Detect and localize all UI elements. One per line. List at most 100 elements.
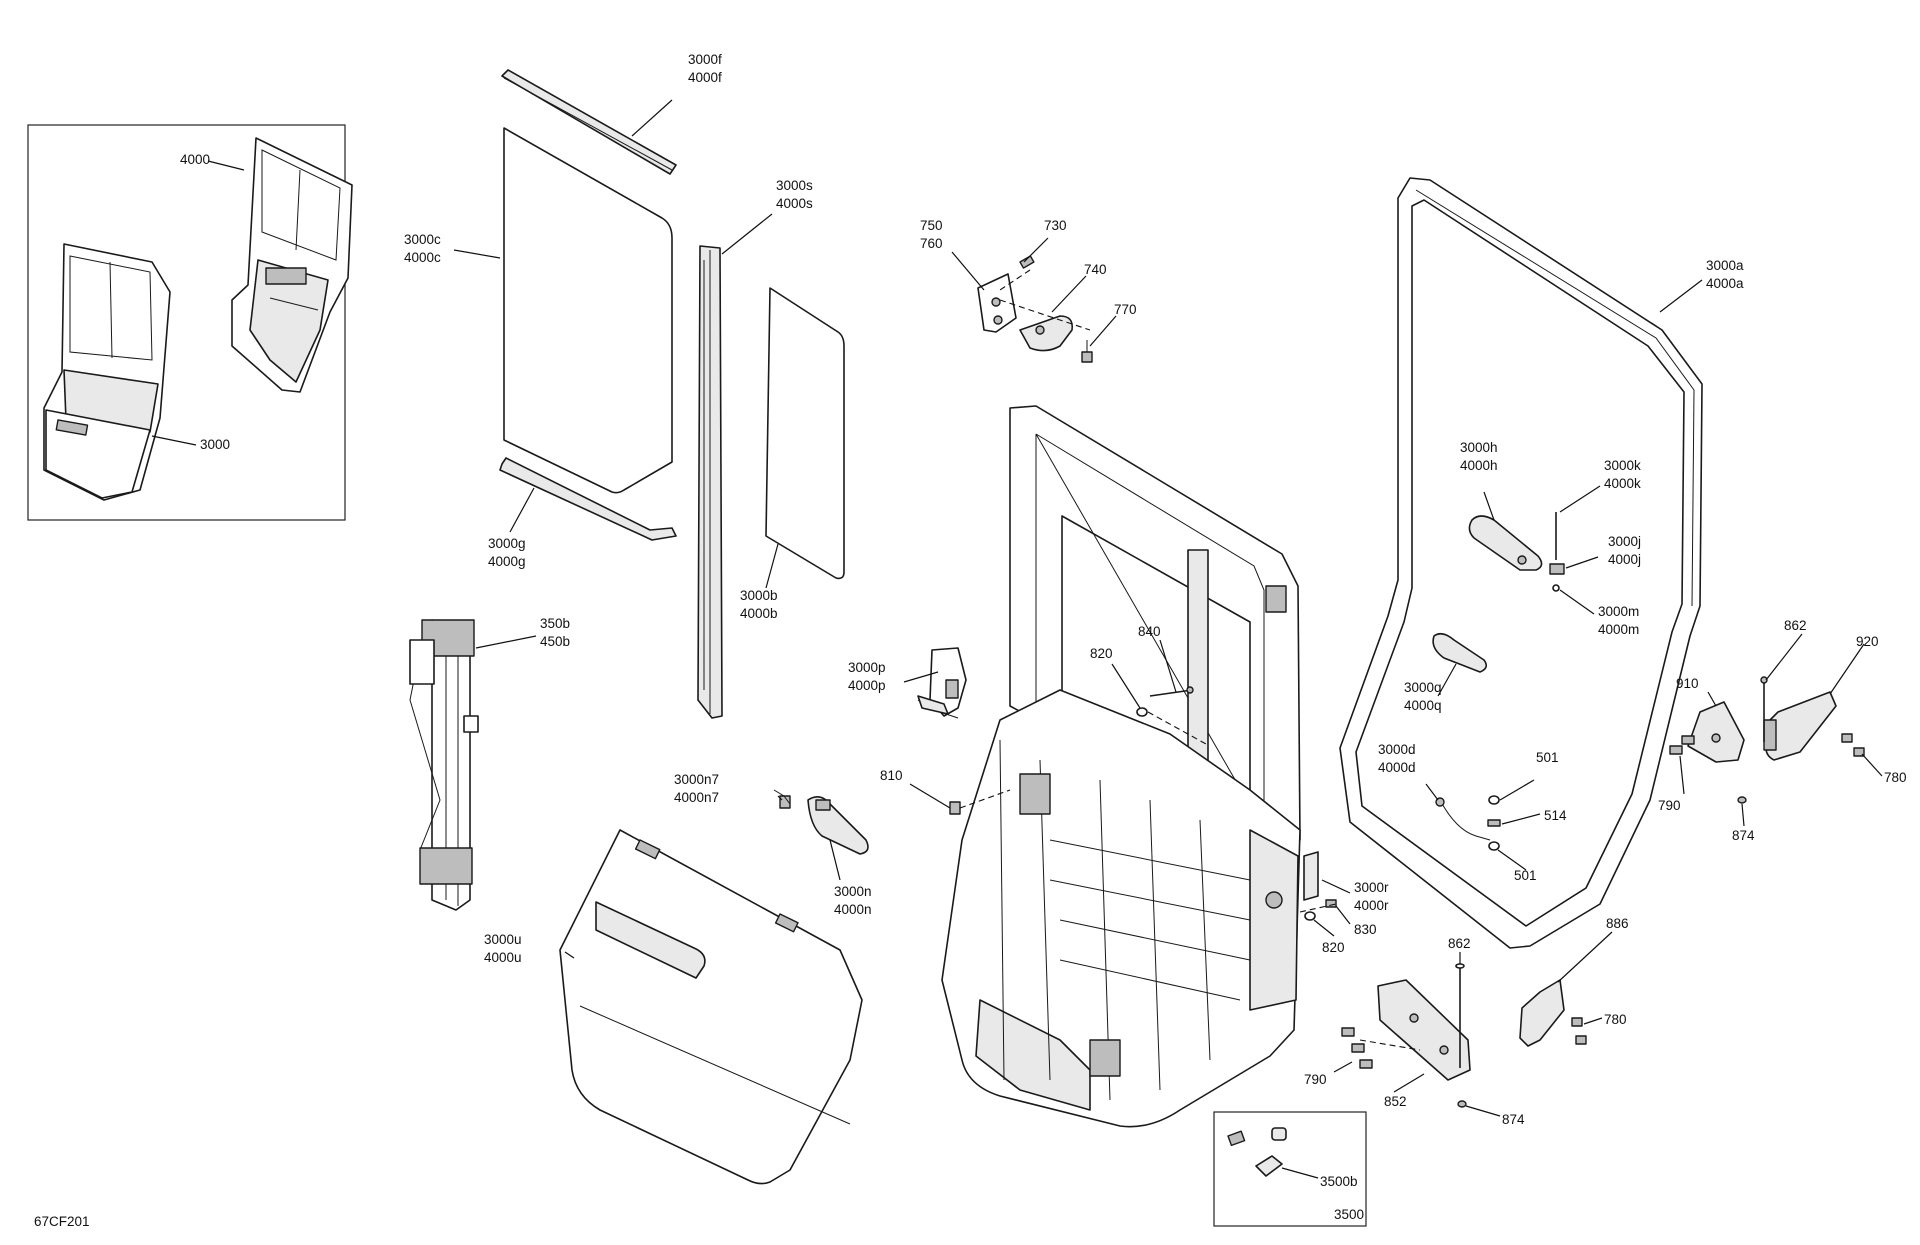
screws-780-lower — [1571, 1017, 1587, 1045]
clip-810 — [949, 801, 961, 815]
spring-514 — [1487, 819, 1501, 827]
callout-820-bottom: 820 — [1322, 940, 1345, 955]
callout-830: 830 — [1354, 922, 1377, 937]
callout-3000k-b: 4000k — [1604, 476, 1641, 491]
callout-852: 852 — [1384, 1094, 1407, 1109]
callout-3000b-a: 3000b — [740, 588, 778, 603]
window-regulator-350b — [409, 619, 479, 911]
inset-door-right — [231, 137, 353, 393]
callout-3000g-b: 4000g — [488, 554, 526, 569]
callout-886: 886 — [1606, 916, 1629, 931]
kit-box-3500: 3500b 3500 — [1213, 1111, 1367, 1227]
handle-3000h — [1468, 515, 1543, 571]
handle-3000q — [1432, 632, 1488, 673]
callout-3000d-b: 4000d — [1378, 760, 1416, 775]
fastener-axis-840 — [1147, 711, 1207, 745]
kit-box-frame — [1213, 1111, 1367, 1227]
leader-lines — [453, 99, 1883, 1117]
callout-730: 730 — [1044, 218, 1067, 233]
kit-box-title: 3500 — [1334, 1207, 1364, 1222]
callout-501-top: 501 — [1536, 750, 1559, 765]
callout-780-lower: 780 — [1604, 1012, 1627, 1027]
fastener-axis-830 — [1299, 903, 1337, 913]
callout-3000m-a: 3000m — [1598, 604, 1639, 619]
callout-3000n7-a: 3000n7 — [674, 772, 719, 787]
callout-3000p-b: 4000p — [848, 678, 886, 693]
inset-leader-4000 — [207, 160, 245, 171]
fastener-axis-810 — [959, 789, 1011, 809]
washer-501-bottom — [1488, 841, 1500, 851]
callout-3000n7-b: 4000n7 — [674, 790, 719, 805]
clip-3000j — [1549, 563, 1565, 575]
nut-3000m — [1552, 584, 1560, 592]
callout-780-upper: 780 — [1884, 770, 1907, 785]
callout-3000n-a: 3000n — [834, 884, 872, 899]
callout-3000u-a: 3000u — [484, 932, 522, 947]
screws-790-upper — [1669, 735, 1695, 755]
callout-862-lower: 862 — [1448, 936, 1471, 951]
kit-leader-3500b — [1281, 1167, 1319, 1179]
inset-overview: 4000 3000 — [27, 124, 353, 521]
screw-770 — [1081, 340, 1093, 363]
callout-3000u-b: 4000u — [484, 950, 522, 965]
callout-3000r-b: 4000r — [1354, 898, 1389, 913]
pin-862-upper — [1760, 676, 1768, 742]
hinge-910 — [1687, 701, 1745, 763]
callout-770: 770 — [1114, 302, 1137, 317]
callout-3000f-a: 3000f — [688, 52, 722, 67]
latch-3000p — [917, 647, 967, 719]
pad-3000r — [1303, 851, 1319, 901]
callout-820-top: 820 — [1090, 646, 1113, 661]
callout-3000a-b: 4000a — [1706, 276, 1744, 291]
pin-840 — [1149, 686, 1194, 697]
callout-3000c-a: 3000c — [404, 232, 441, 247]
upper-seal-3000f — [501, 69, 677, 175]
inset-label-4000: 4000 — [180, 152, 210, 167]
callout-790-upper: 790 — [1658, 798, 1681, 813]
quarter-glass-3000b — [765, 287, 845, 580]
callout-874-lower: 874 — [1502, 1112, 1525, 1127]
nut-874-lower — [1457, 1100, 1467, 1108]
callout-3000q-a: 3000q — [1404, 680, 1442, 695]
callout-920: 920 — [1856, 634, 1879, 649]
kit-item-label: 3500b — [1320, 1174, 1358, 1189]
callout-3000d-a: 3000d — [1378, 742, 1416, 757]
callout-3000a-a: 3000a — [1706, 258, 1744, 273]
inset-door-left — [43, 243, 171, 501]
callout-3000k-a: 3000k — [1604, 458, 1641, 473]
callout-3000n-b: 4000n — [834, 902, 872, 917]
main-window-glass-3000c — [503, 127, 673, 494]
washer-820-top — [1136, 707, 1148, 717]
callout-3000c-b: 4000c — [404, 250, 441, 265]
callout-350b-a: 350b — [540, 616, 570, 631]
callout-760: 760 — [920, 236, 943, 251]
hinge-axis-line-2 — [999, 269, 1031, 291]
lower-seal-3000g — [499, 457, 677, 541]
figure-code: 67CF201 — [34, 1214, 90, 1229]
callout-3000g-a: 3000g — [488, 536, 526, 551]
callout-3000s-b: 4000s — [776, 196, 813, 211]
callout-3000h-a: 3000h — [1460, 440, 1498, 455]
callout-350b-b: 450b — [540, 634, 570, 649]
callout-3000q-b: 4000q — [1404, 698, 1442, 713]
callout-840: 840 — [1138, 624, 1161, 639]
hinge-plate-920 — [1763, 691, 1837, 761]
door-frame-main — [941, 405, 1301, 1128]
hinge-axis-line — [999, 299, 1091, 331]
callout-501-bottom: 501 — [1514, 868, 1537, 883]
callout-3000j-b: 4000j — [1608, 552, 1641, 567]
washer-820-bottom — [1304, 911, 1316, 921]
screws-790-lower — [1341, 1027, 1373, 1069]
screw-830 — [1325, 899, 1337, 908]
callout-862-upper: 862 — [1784, 618, 1807, 633]
hinge-852 — [1377, 979, 1471, 1081]
handle-3000n — [807, 796, 869, 855]
inner-door-panel-3000u — [559, 829, 863, 1185]
clip-3000n7 — [773, 789, 791, 809]
callout-514: 514 — [1544, 808, 1567, 823]
callout-3000f-b: 4000f — [688, 70, 722, 85]
callout-874-upper: 874 — [1732, 828, 1755, 843]
inset-frame — [27, 124, 346, 521]
callout-3000p-a: 3000p — [848, 660, 886, 675]
